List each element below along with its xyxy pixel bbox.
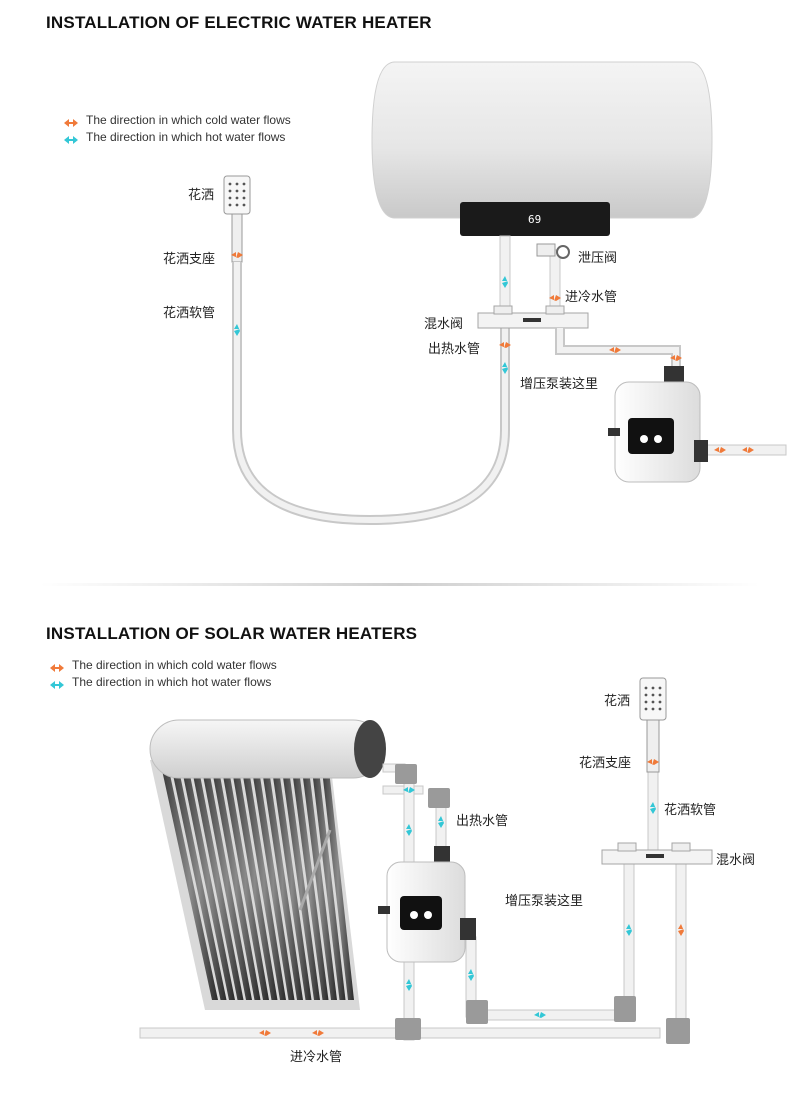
label-pump-here-2: 增压泵装这里	[505, 894, 584, 909]
label-shower: 花洒	[188, 188, 215, 203]
solar-collector-icon	[149, 719, 386, 1010]
vacuum-tube	[272, 770, 312, 1000]
cold-flow-arrow	[259, 1030, 271, 1036]
booster-pump-icon-2	[378, 846, 476, 963]
cold-arrow-icon	[64, 116, 78, 127]
shower-head-icon	[223, 175, 251, 263]
booster-pump-icon	[608, 366, 708, 483]
label-hot-outlet: 出热水管	[428, 342, 481, 357]
hot-flow-arrow	[403, 787, 415, 793]
mixing-valve-icon	[477, 305, 589, 329]
legend-hot-2: The direction in which hot water flows	[72, 674, 272, 689]
vacuum-tube	[312, 770, 346, 1000]
vacuum-tube	[252, 770, 295, 1000]
legend-cold: The direction in which cold water flows	[86, 112, 291, 127]
label-shower-hose-2: 花洒软管	[664, 803, 717, 818]
hot-flow-arrow	[468, 969, 474, 981]
hot-arrow-icon-2	[50, 678, 64, 689]
shower-head-icon-2	[639, 677, 667, 773]
label-pump-here: 增压泵装这里	[520, 377, 599, 392]
label-relief-valve: 泄压阀	[578, 251, 618, 266]
cold-arrow-icon-2	[50, 661, 64, 672]
vacuum-tube	[282, 770, 320, 1000]
cold-flow-arrow	[231, 252, 243, 258]
cold-flow-arrow	[647, 759, 659, 765]
cold-flow-arrow	[499, 342, 511, 348]
label-mixing-valve: 混水阀	[424, 317, 464, 332]
vacuum-tube	[212, 770, 261, 1000]
vacuum-tube	[192, 770, 244, 1000]
hot-arrow-icon	[64, 133, 78, 144]
label-shower-2: 花洒	[604, 694, 631, 709]
cold-flow-arrow	[714, 447, 726, 453]
vacuum-tube	[232, 770, 278, 1000]
hot-flow-arrow	[534, 1012, 546, 1018]
vacuum-tube	[322, 770, 354, 1000]
shower-hose-pipe	[232, 262, 510, 526]
label-shower-holder: 花洒支座	[163, 252, 216, 267]
heater-control-panel	[460, 202, 610, 236]
vacuum-tube	[172, 770, 227, 1000]
hot-flow-arrow	[502, 276, 508, 288]
hot-flow-arrow	[234, 324, 240, 336]
legend-hot: The direction in which hot water flows	[86, 129, 286, 144]
section1-legend: The direction in which cold water flows …	[64, 111, 291, 145]
label-hot-outlet-2: 出热水管	[456, 814, 509, 829]
section1-title: INSTALLATION OF ELECTRIC WATER HEATER	[46, 13, 432, 32]
hot-flow-arrow	[406, 979, 412, 991]
label-cold-inlet-2: 进冷水管	[290, 1050, 343, 1065]
cold-flow-arrow	[609, 347, 621, 353]
relief-valve-icon	[536, 243, 570, 259]
cold-flow-arrow	[742, 447, 754, 453]
label-shower-hose: 花洒软管	[163, 306, 216, 321]
hot-flow-arrow	[502, 362, 508, 374]
vacuum-tube	[162, 770, 218, 1000]
label-shower-holder-2: 花洒支座	[579, 756, 632, 771]
cold-flow-arrow	[670, 355, 682, 361]
hot-flow-arrow	[406, 824, 412, 836]
electric-water-heater-tank	[371, 61, 713, 236]
vacuum-tube	[302, 770, 337, 1000]
vacuum-tube	[262, 770, 303, 1000]
section2-title: INSTALLATION OF SOLAR WATER HEATERS	[46, 624, 418, 643]
hot-flow-arrow	[626, 924, 632, 936]
mixing-valve-icon-2	[601, 842, 713, 865]
vacuum-tube	[182, 770, 235, 1000]
label-cold-inlet: 进冷水管	[565, 290, 618, 305]
cold-flow-arrow	[312, 1030, 324, 1036]
cold-flow-arrow	[678, 924, 684, 936]
vacuum-tube	[222, 770, 269, 1000]
section2-legend: The direction in which cold water flows …	[50, 656, 277, 690]
cold-flow-arrow	[549, 295, 561, 301]
hot-flow-arrow	[438, 816, 444, 828]
heater-display: 69	[528, 213, 541, 226]
vacuum-tube	[202, 770, 252, 1000]
section-divider	[40, 583, 760, 586]
legend-cold-2: The direction in which cold water flows	[72, 657, 277, 672]
label-mixing-valve-2: 混水阀	[716, 853, 756, 868]
vacuum-tube	[242, 770, 286, 1000]
hot-flow-arrow	[650, 802, 656, 814]
